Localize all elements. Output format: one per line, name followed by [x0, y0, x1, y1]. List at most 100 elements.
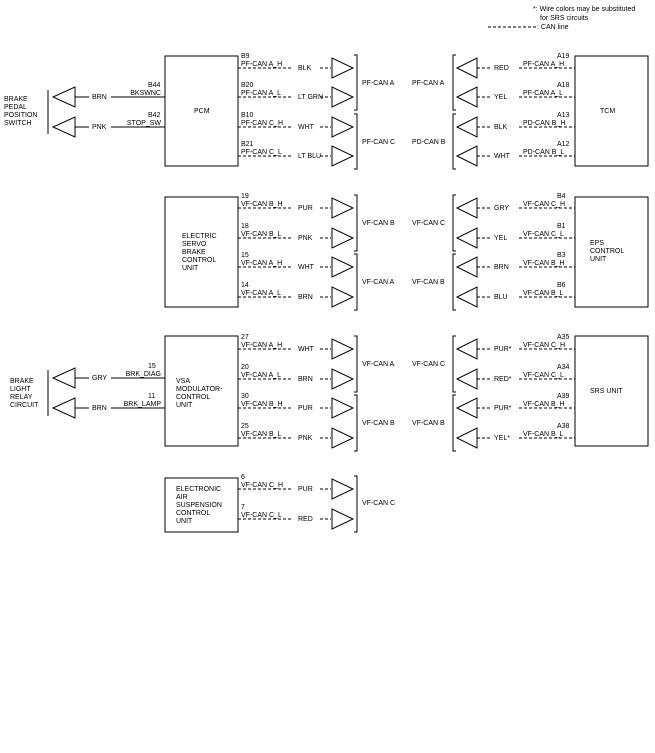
pin-number: 27 [241, 334, 249, 341]
connector-arrow [455, 256, 478, 278]
bus-label: VF-CAN A [362, 279, 395, 286]
signal-name: VF-CAN C_H [241, 482, 283, 489]
pin-number: 14 [241, 282, 249, 289]
connector-arrow [331, 427, 355, 449]
connector-arrow [455, 397, 478, 419]
pair-bracket [452, 54, 456, 111]
pin-number: 30 [241, 393, 249, 400]
connector-arrow [455, 368, 478, 390]
connector-arrow [455, 338, 478, 360]
pair-bracket [452, 394, 456, 452]
bus-label: VF-CAN C [412, 220, 445, 227]
signal-name: STOP_SW [127, 120, 161, 127]
bus-label: VF-CAN C [362, 500, 395, 507]
connector-arrow [331, 86, 355, 108]
signal-name: BKSWNC [130, 90, 161, 97]
pin-number: B44 [148, 82, 161, 89]
connector-arrow [455, 57, 478, 79]
wire-color: BLK [298, 65, 312, 72]
wire-color: PUR* [494, 346, 512, 353]
bus-label: VF-CAN B [362, 420, 395, 427]
signal-name: VF-CAN C_H [523, 342, 565, 349]
pin-number: A18 [557, 82, 570, 89]
wire-color: BLK [494, 124, 508, 131]
connector-arrow [455, 427, 478, 449]
signal-name: VF-CAN A_H [241, 342, 282, 349]
signal-name: VF-CAN B_H [241, 401, 283, 408]
pin-number: 25 [241, 423, 249, 430]
eps-label: EPS CONTROL UNIT [590, 240, 626, 263]
pin-number: B4 [557, 193, 566, 200]
connector-arrow [331, 397, 355, 419]
signal-name: VF-CAN B_H [523, 401, 565, 408]
pair-bracket [354, 335, 358, 393]
wire-color: WHT [298, 346, 315, 353]
pin-number: 19 [241, 193, 249, 200]
wire-color: PUR [298, 205, 313, 212]
signal-name: PF-CAN A_L [241, 90, 281, 97]
signal-name: BRK_DIAG [126, 371, 161, 378]
wire-color: BLU [494, 294, 508, 301]
connector-arrow [331, 116, 355, 138]
legend-note-line2: for SRS circuits [540, 15, 589, 22]
legend: *: Wire colors may be substituted for SR… [488, 6, 635, 31]
pin-number: B6 [557, 282, 566, 289]
signal-name: VF-CAN A_L [241, 372, 281, 379]
pair-bracket [452, 194, 456, 252]
pin-number: 15 [241, 252, 249, 259]
wire-color: PNK [92, 124, 107, 131]
wire-color: RED [494, 65, 509, 72]
pin-number: B20 [241, 82, 254, 89]
pcm-box [164, 55, 239, 167]
pin-number: 15 [148, 363, 156, 370]
wire-color: YEL [494, 94, 507, 101]
connector-arrow [455, 116, 478, 138]
pin-number: A35 [557, 334, 570, 341]
pair-bracket [354, 394, 358, 452]
pin-number: 7 [241, 504, 245, 511]
wire-color: BRN [298, 376, 313, 383]
wire-color: YEL* [494, 435, 510, 442]
connector-arrow [455, 197, 478, 219]
wire-color: WHT [298, 264, 315, 271]
legend-note-line1: *: Wire colors may be substituted [533, 6, 635, 13]
pin-number: A12 [557, 141, 570, 148]
connector-arrow [331, 145, 355, 167]
srs-label: SRS UNIT [590, 388, 623, 395]
pin-number: A13 [557, 112, 570, 119]
esb-label: ELECTRIC SERVO BRAKE CONTROL UNIT [182, 233, 219, 272]
bus-label: VF-CAN B [412, 279, 445, 286]
eas-box [164, 477, 239, 533]
bus-label: VF-CAN A [362, 361, 395, 368]
pin-number: A34 [557, 364, 570, 371]
connector-arrow [51, 116, 76, 138]
wire-color: LT GRN [298, 94, 323, 101]
connector-arrow [51, 367, 76, 389]
signal-name: PF-CAN C_L [241, 149, 282, 156]
pin-number: B9 [241, 53, 250, 60]
bus-label: VF-CAN B [412, 420, 445, 427]
wire-color: YEL [494, 235, 507, 242]
signal-name: VF-CAN A_H [241, 260, 282, 267]
pin-number: A19 [557, 53, 570, 60]
signal-name: PD-CAN B_H [523, 120, 565, 127]
brake-light-relay-label: BRAKE LIGHT RELAY CIRCUIT [10, 378, 39, 409]
signal-name: VF-CAN A_L [241, 290, 281, 297]
eas-label: ELECTRONIC AIR SUSPENSION CONTROL UNIT [176, 486, 224, 525]
eps-box [574, 196, 649, 308]
connector-arrow [455, 286, 478, 308]
pin-number: B1 [557, 223, 566, 230]
wire-color: WHT [494, 153, 511, 160]
pin-number: A38 [557, 423, 570, 430]
signal-name: PF-CAN C_H [241, 120, 283, 127]
signal-name: VF-CAN C_L [523, 372, 564, 379]
signal-name: VF-CAN C_L [523, 231, 564, 238]
wire-color: PUR [298, 486, 313, 493]
wire-color: RED* [494, 376, 512, 383]
bus-label: VF-CAN C [412, 361, 445, 368]
connector-arrow [331, 227, 355, 249]
signal-name: VF-CAN B_L [523, 290, 564, 297]
connector-arrow [51, 86, 76, 108]
